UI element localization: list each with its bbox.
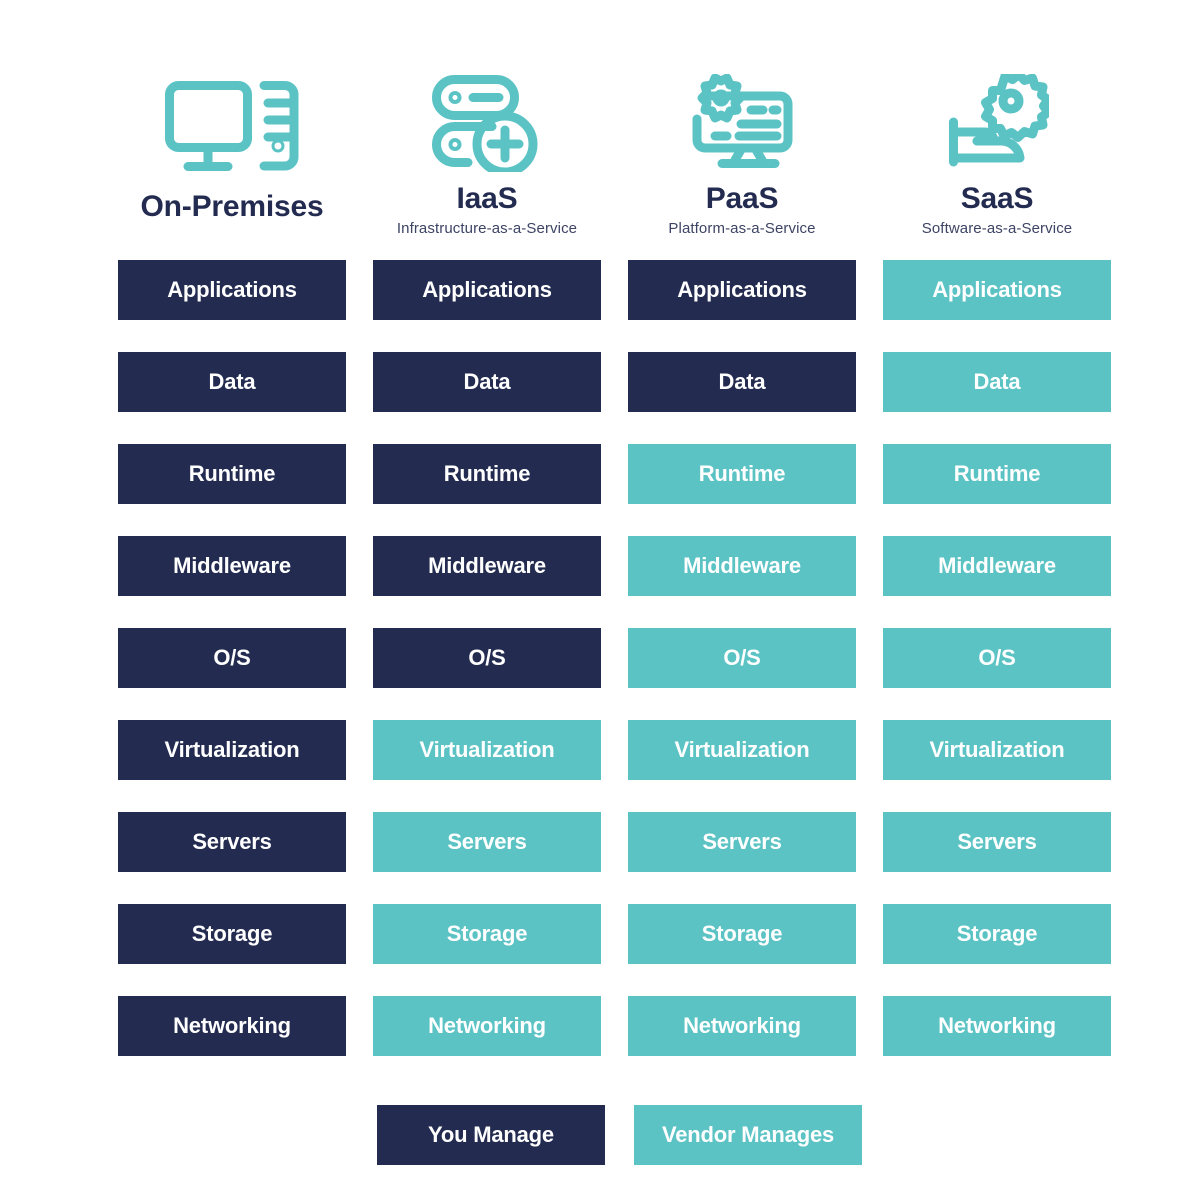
layer-cell-saas-applications: Applications: [883, 260, 1111, 320]
column-title: On-Premises: [140, 190, 324, 223]
layer-label: Networking: [683, 1013, 801, 1038]
layer-label: Servers: [447, 829, 527, 854]
legend-label: Vendor Manages: [661, 1122, 835, 1147]
layer-cell-on-premises-runtime: Runtime: [118, 444, 346, 504]
layer-label: Virtualization: [164, 737, 300, 762]
layer-label: Storage: [446, 921, 528, 946]
layer-cell-saas-data: Data: [883, 352, 1111, 412]
layer-label: Networking: [173, 1013, 291, 1038]
legend: You Manage Vendor Manages: [0, 1105, 1200, 1165]
layer-cell-iaas-middleware: Middleware: [373, 536, 601, 596]
layer-label: Data: [718, 369, 766, 394]
hand-gear-icon: [883, 62, 1111, 172]
layer-cell-paas-storage: Storage: [628, 904, 856, 964]
column-title: PaaS: [705, 182, 779, 215]
layer-label: Middleware: [173, 553, 291, 578]
column-header-iaas: IaaS Infrastructure-as-a-Service: [373, 0, 601, 252]
column-header-paas: PaaS Platform-as-a-Service: [628, 0, 856, 252]
layer-cell-on-premises-networking: Networking: [118, 996, 346, 1056]
layer-cell-paas-applications: Applications: [628, 260, 856, 320]
layer-cell-saas-storage: Storage: [883, 904, 1111, 964]
layer-label: Runtime: [188, 461, 276, 486]
layer-cell-iaas-o-s: O/S: [373, 628, 601, 688]
column-subtitle: Software-as-a-Service: [921, 220, 1073, 237]
layer-label: Runtime: [953, 461, 1041, 486]
layer-label: Middleware: [683, 553, 801, 578]
layer-label: Middleware: [938, 553, 1056, 578]
layer-cell-on-premises-virtualization: Virtualization: [118, 720, 346, 780]
layer-cell-iaas-servers: Servers: [373, 812, 601, 872]
layer-label: O/S: [978, 645, 1016, 670]
layer-cell-saas-virtualization: Virtualization: [883, 720, 1111, 780]
desktop-computer-icon: [118, 62, 346, 172]
layer-cell-iaas-data: Data: [373, 352, 601, 412]
layer-label: Storage: [701, 921, 783, 946]
layer-label: Storage: [191, 921, 273, 946]
column-title: SaaS: [960, 182, 1034, 215]
layer-label: Middleware: [428, 553, 546, 578]
layer-cell-iaas-applications: Applications: [373, 260, 601, 320]
legend-label: You Manage: [428, 1122, 554, 1147]
layer-label: Data: [463, 369, 511, 394]
layer-label: Servers: [702, 829, 782, 854]
layer-cell-on-premises-storage: Storage: [118, 904, 346, 964]
layer-label: Data: [208, 369, 256, 394]
layer-label: Virtualization: [419, 737, 555, 762]
layer-label: O/S: [723, 645, 761, 670]
layer-cell-paas-middleware: Middleware: [628, 536, 856, 596]
layer-cell-iaas-virtualization: Virtualization: [373, 720, 601, 780]
monitor-gear-icon: [628, 62, 856, 172]
layer-cell-saas-networking: Networking: [883, 996, 1111, 1056]
layer-cell-saas-middleware: Middleware: [883, 536, 1111, 596]
layer-label: Applications: [677, 277, 807, 302]
layer-cell-saas-o-s: O/S: [883, 628, 1111, 688]
layer-cell-iaas-networking: Networking: [373, 996, 601, 1056]
layer-label: Virtualization: [674, 737, 810, 762]
layer-cell-iaas-storage: Storage: [373, 904, 601, 964]
layer-label: Networking: [428, 1013, 546, 1038]
layer-cell-saas-runtime: Runtime: [883, 444, 1111, 504]
layer-label: Applications: [167, 277, 297, 302]
layer-label: Networking: [938, 1013, 1056, 1038]
layer-cell-on-premises-servers: Servers: [118, 812, 346, 872]
layer-cell-on-premises-data: Data: [118, 352, 346, 412]
layer-cell-on-premises-applications: Applications: [118, 260, 346, 320]
column-title: IaaS: [456, 182, 518, 215]
layer-cell-on-premises-o-s: O/S: [118, 628, 346, 688]
column-subtitle: Platform-as-a-Service: [668, 220, 816, 237]
layer-label: O/S: [468, 645, 506, 670]
legend-item-you-manage: You Manage: [377, 1105, 605, 1165]
layer-label: O/S: [213, 645, 251, 670]
layer-cell-on-premises-middleware: Middleware: [118, 536, 346, 596]
layer-cell-paas-networking: Networking: [628, 996, 856, 1056]
layer-cell-paas-virtualization: Virtualization: [628, 720, 856, 780]
layer-cell-paas-data: Data: [628, 352, 856, 412]
layer-label: Virtualization: [929, 737, 1065, 762]
layer-label: Storage: [956, 921, 1038, 946]
layer-cell-saas-servers: Servers: [883, 812, 1111, 872]
layer-cell-iaas-runtime: Runtime: [373, 444, 601, 504]
layer-label: Data: [973, 369, 1021, 394]
layer-cell-paas-servers: Servers: [628, 812, 856, 872]
layer-label: Servers: [192, 829, 272, 854]
column-header-saas: SaaS Software-as-a-Service: [883, 0, 1111, 252]
layer-label: Runtime: [443, 461, 531, 486]
layer-label: Runtime: [698, 461, 786, 486]
column-subtitle: Infrastructure-as-a-Service: [396, 220, 578, 237]
server-stack-plus-icon: [373, 62, 601, 172]
layer-label: Applications: [932, 277, 1062, 302]
legend-item-vendor-manages: Vendor Manages: [634, 1105, 862, 1165]
layer-cell-paas-o-s: O/S: [628, 628, 856, 688]
layer-label: Servers: [957, 829, 1037, 854]
layer-label: Applications: [422, 277, 552, 302]
layer-cell-paas-runtime: Runtime: [628, 444, 856, 504]
column-headers: On-Premises IaaS Infrastructure-as-a-Ser…: [0, 0, 1200, 252]
column-header-on-premises: On-Premises: [118, 0, 346, 252]
